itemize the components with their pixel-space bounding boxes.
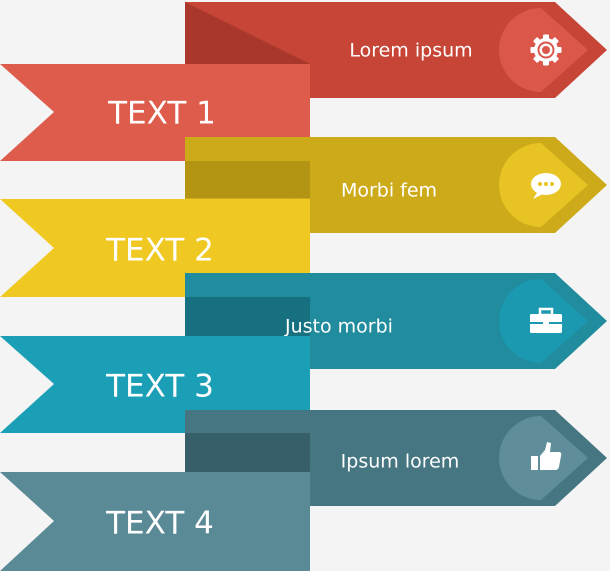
arrow-banner-2-fold bbox=[185, 161, 310, 198]
arrow-banner-1-label: Lorem ipsum bbox=[349, 40, 472, 62]
arrow-banner-2-label: Morbi fem bbox=[341, 180, 437, 202]
ribbon-2-label: TEXT 2 bbox=[105, 233, 214, 269]
ribbon-4-label: TEXT 4 bbox=[105, 506, 214, 542]
ribbon-2: TEXT 2 bbox=[0, 199, 310, 297]
ribbon-1-body bbox=[0, 64, 310, 161]
ribbon-3-body bbox=[0, 336, 310, 433]
thumbs-up-icon bbox=[531, 442, 562, 470]
arrow-banner-3-label: Justo morbi bbox=[284, 316, 393, 338]
arrow-banner-4-label: Ipsum lorem bbox=[341, 451, 460, 473]
step-3: Justo morbi TEXT 3 bbox=[0, 273, 607, 433]
step-4: Ipsum lorem TEXT 4 bbox=[0, 410, 607, 571]
ribbon-1: TEXT 1 bbox=[0, 64, 310, 161]
ribbon-2-body bbox=[0, 199, 310, 297]
arrow-banner-3-fold bbox=[185, 297, 310, 336]
chat-bubble-icon bbox=[531, 173, 561, 199]
ribbon-4: TEXT 4 bbox=[0, 472, 310, 571]
arrow-banner-4-fold bbox=[185, 433, 310, 472]
step-2: Morbi fem TEXT 2 bbox=[0, 137, 607, 297]
ribbon-1-label: TEXT 1 bbox=[107, 96, 216, 132]
gear-icon bbox=[530, 34, 562, 66]
ribbon-3: TEXT 3 bbox=[0, 336, 310, 433]
ribbon-4-body bbox=[0, 472, 310, 571]
ribbon-3-label: TEXT 3 bbox=[105, 369, 214, 405]
step-1: Lorem ipsum TEXT 1 bbox=[0, 2, 607, 161]
briefcase-icon bbox=[530, 307, 562, 333]
